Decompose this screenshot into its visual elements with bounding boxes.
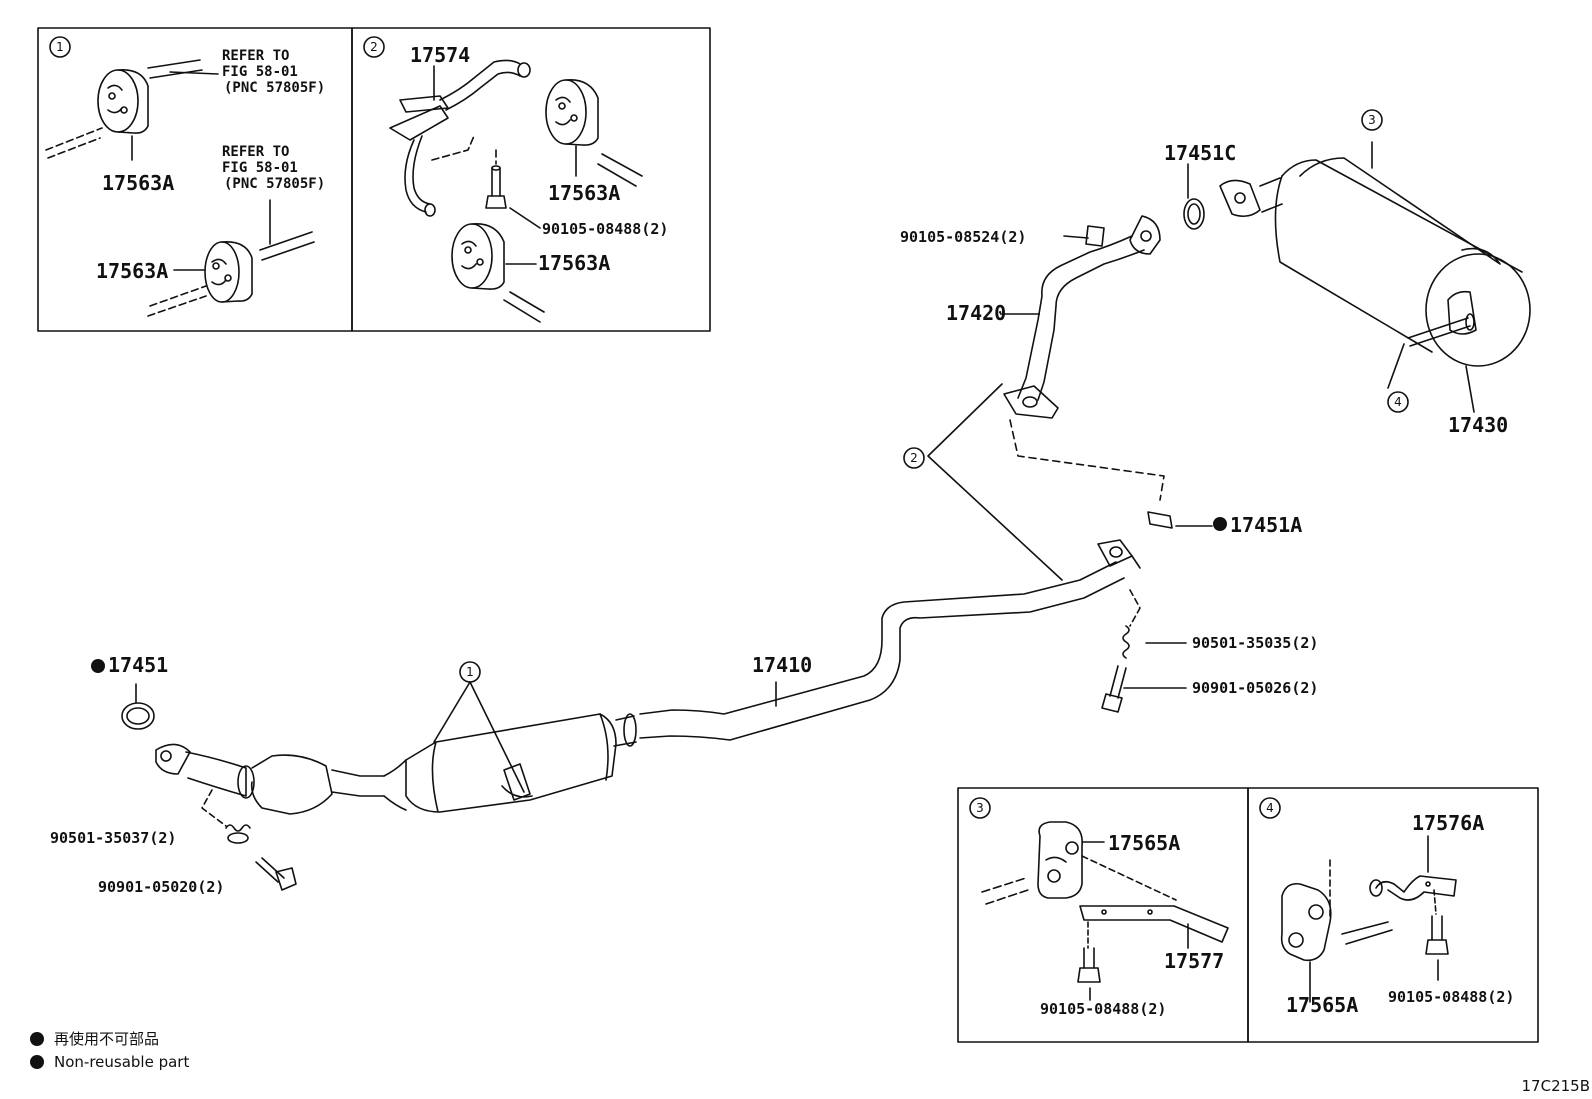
part-label-17574: 17574: [410, 43, 470, 67]
callout-4-number: 4: [1394, 395, 1402, 409]
inset-4-badge: [1259, 797, 1281, 819]
figure-code: 17C215B: [1521, 1077, 1590, 1095]
part-label-17451A: 17451A: [1230, 513, 1302, 537]
inset-2-hanger-b: [451, 223, 545, 323]
inset-1-hanger-bottom: [147, 231, 315, 317]
callout-2-circle: [903, 447, 925, 469]
part-label-17451C: 17451C: [1164, 141, 1236, 165]
spring-label-90501-35037: 90501-35037(2): [50, 829, 176, 847]
legend-jp-text: 再使用不可部品: [54, 1030, 160, 1048]
filled-circle-icon: [30, 1055, 44, 1069]
part-label-17563A-lower: 17563A: [538, 251, 610, 275]
legend-row-jp: 再使用不可部品: [30, 1028, 159, 1049]
main-leaders: [433, 642, 1187, 793]
part-label-17410: 17410: [752, 653, 812, 677]
part-label-17563A-top: 17563A: [102, 171, 174, 195]
inset-4-bolt: [1425, 915, 1449, 955]
inset-3-badge: [969, 797, 991, 819]
refer-pnc-label-2: (PNC 57805F): [224, 176, 325, 192]
filled-circle-icon: [30, 1031, 44, 1046]
muffler-17430: [1219, 141, 1531, 413]
bolt-label-inset-3: 90105-08488(2): [1040, 1000, 1166, 1018]
inset-1-leaders: [131, 71, 271, 271]
legend-en-text: Non-reusable part: [54, 1053, 190, 1071]
callout-2-number: 2: [910, 451, 918, 465]
inset-3-number: 3: [976, 801, 984, 815]
inset-2-bolt: [485, 149, 507, 209]
bolt-label-90901-05026: 90901-05026(2): [1192, 679, 1318, 697]
part-label-17565A: 17565A: [1108, 831, 1180, 855]
inset-1-badge: [49, 36, 71, 58]
tail-gasket-17451C: [1183, 163, 1205, 230]
legend-row-en: Non-reusable part: [30, 1053, 189, 1071]
inset-4-hanger: [1280, 859, 1393, 962]
front-spring-and-bolt: [201, 789, 297, 891]
inset-4-frame: [1247, 787, 1539, 1043]
refer-fig-label: FIG 58-01: [222, 64, 298, 80]
inset-4-number: 4: [1266, 801, 1274, 815]
flange-bolt: [1063, 225, 1105, 247]
inset-2-bracket-17574: [389, 59, 531, 217]
part-label-17565A-inset-4: 17565A: [1286, 993, 1358, 1017]
inset-3-bracket: [1079, 855, 1229, 943]
center-gasket-17451A: [1147, 511, 1213, 529]
callout-1-circle: [459, 661, 481, 683]
center-pipe-17420: [1003, 215, 1161, 419]
inset-1-hanger-top: [45, 59, 203, 159]
part-label-17576A: 17576A: [1412, 811, 1484, 835]
inset-3-hanger: [981, 821, 1083, 905]
inset-2-badge: [363, 36, 385, 58]
front-gasket-17451: [121, 683, 155, 730]
part-label-17563A-bottom: 17563A: [96, 259, 168, 283]
inset-2-leaders: [433, 65, 577, 265]
callout-1-number: 1: [466, 665, 474, 679]
refer-fig-label-2: FIG 58-01: [222, 160, 298, 176]
bolt-label-90105-08488: 90105-08488(2): [542, 220, 668, 238]
inset-2-number: 2: [370, 40, 378, 54]
refer-pnc-label: (PNC 57805F): [224, 80, 325, 96]
callout-3-number: 3: [1368, 113, 1376, 127]
part-label-17420: 17420: [946, 301, 1006, 325]
inset-4-leaders: [1309, 835, 1439, 1003]
inset-4-bracket: [1369, 875, 1457, 915]
inset-3-bolt: [1077, 921, 1101, 983]
dashed-joint: [1009, 419, 1165, 501]
center-gasket-nonreusable-dot: [1213, 517, 1227, 531]
inset-2-hanger-a: [545, 79, 643, 187]
refer-to-label-2: REFER TO: [222, 144, 289, 160]
spring-label-90501-35035: 90501-35035(2): [1192, 634, 1318, 652]
inset-1-number: 1: [56, 40, 64, 54]
front-pipe-17410: [155, 539, 1141, 815]
callout-3-circle: [1361, 109, 1383, 131]
inset-3-leaders: [1081, 841, 1189, 1001]
center-spring-and-bolt: [1101, 589, 1141, 713]
part-label-17451: 17451: [108, 653, 168, 677]
callout-4-circle: [1387, 391, 1409, 413]
part-label-17430: 17430: [1448, 413, 1508, 437]
part-label-17563A-upper: 17563A: [548, 181, 620, 205]
refer-to-label: REFER TO: [222, 48, 289, 64]
bolt-label-inset-4: 90105-08488(2): [1388, 988, 1514, 1006]
part-label-17577: 17577: [1164, 949, 1224, 973]
front-gasket-nonreusable-dot: [91, 659, 105, 673]
bolt-label-90105-08524: 90105-08524(2): [900, 228, 1026, 246]
inset-2-frame: [351, 27, 711, 332]
bolt-label-90901-05020: 90901-05020(2): [98, 878, 224, 896]
callout-2-leaders: [927, 383, 1063, 581]
